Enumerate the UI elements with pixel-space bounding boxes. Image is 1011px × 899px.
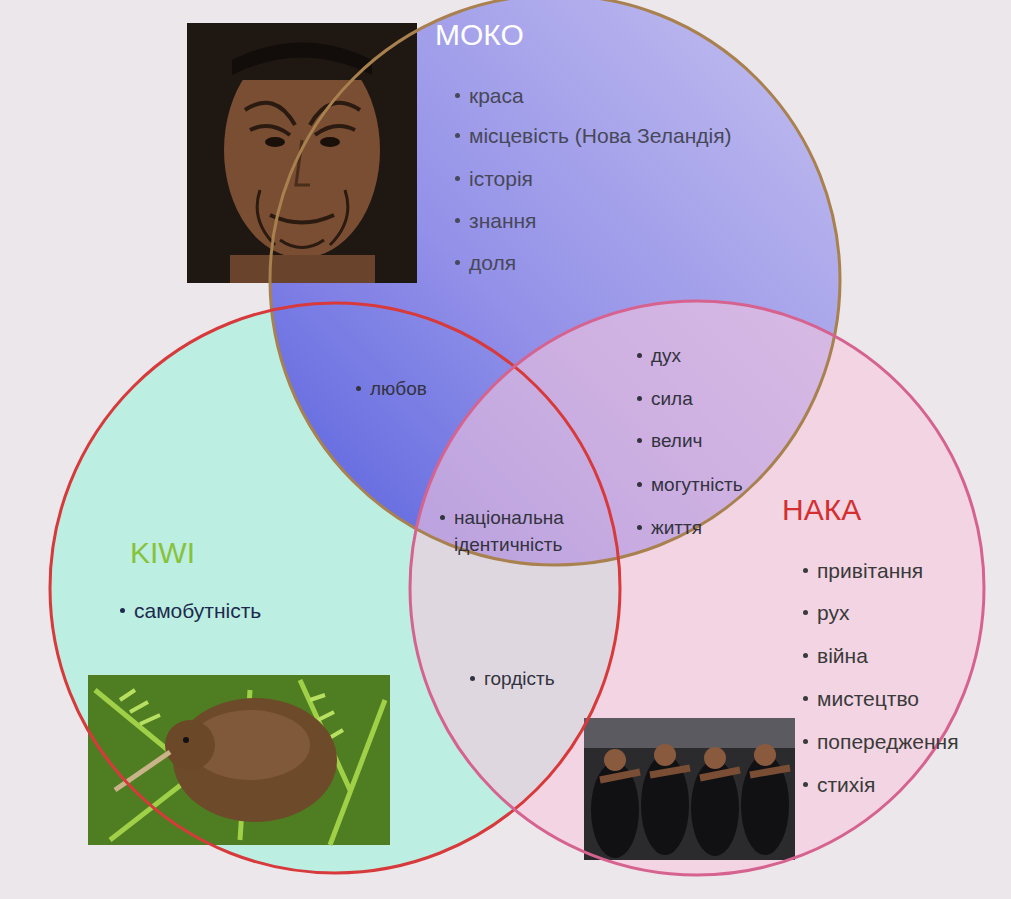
- bullet-dot: [803, 653, 808, 658]
- bullet-dot: [637, 525, 642, 530]
- circle-outline: [410, 301, 984, 875]
- overlap-label: сила: [651, 385, 693, 412]
- overlap-label-item: дух: [637, 342, 681, 369]
- bullet-dot: [455, 176, 460, 181]
- bullet-dot: [440, 515, 445, 520]
- bullet-dot: [637, 482, 642, 487]
- bullet-item: доля: [469, 248, 516, 277]
- bullet-dot: [803, 610, 808, 615]
- circle-title-item: МОКО: [435, 14, 524, 56]
- bullet-item: знання: [469, 206, 536, 235]
- circle-stroke: [410, 301, 984, 875]
- bullet-item-item: краса: [455, 81, 524, 110]
- overlap-label-item: велич: [637, 427, 702, 454]
- bullet-item-item: місцевість (Нова Зеландія): [455, 121, 732, 150]
- bullet-item: історія: [469, 164, 533, 193]
- circle-title-item: НАКА: [782, 489, 861, 531]
- circle-outline: [270, 0, 840, 565]
- bullet-item-item: попередження: [803, 727, 959, 756]
- bullet-dot: [803, 568, 808, 573]
- bullet-dot: [637, 396, 642, 401]
- haka-photo: [584, 718, 795, 860]
- overlap-label-item: гордість: [470, 665, 555, 692]
- overlap-label-item: життя: [637, 514, 702, 541]
- bullet-item-item: мистецтво: [803, 684, 919, 713]
- bullet-dot: [803, 782, 808, 787]
- bullet-dot: [803, 739, 808, 744]
- circle-stroke: [50, 303, 620, 873]
- haka-fill: [410, 301, 984, 875]
- bullet-item-item: війна: [803, 641, 868, 670]
- bullet-dot: [120, 608, 125, 613]
- bullet-item: війна: [817, 641, 868, 670]
- bullet-item-item: привітання: [803, 556, 923, 585]
- bullet-item: рух: [817, 598, 849, 627]
- overlap-label: дух: [651, 342, 681, 369]
- overlap-label: могутність: [651, 471, 743, 498]
- overlap-label-item: сила: [637, 385, 693, 412]
- bullet-item: місцевість (Нова Зеландія): [469, 121, 732, 150]
- bullet-dot: [637, 353, 642, 358]
- overlap-label-item: могутність: [637, 471, 743, 498]
- bullet-dot: [455, 93, 460, 98]
- bullet-item-item: рух: [803, 598, 849, 627]
- overlap-label: любов: [370, 375, 427, 402]
- kiwi-photo: [88, 675, 390, 845]
- bullet-item: привітання: [817, 556, 923, 585]
- bullet-dot: [455, 260, 460, 265]
- bullet-dot: [455, 133, 460, 138]
- overlap-label: гордість: [484, 665, 555, 692]
- bullet-dot: [455, 218, 460, 223]
- overlap-label: велич: [651, 427, 702, 454]
- bullet-item: краса: [469, 81, 524, 110]
- bullet-dot: [356, 386, 361, 391]
- overlap-label: національна ідентичність: [454, 504, 604, 558]
- bullet-dot: [637, 438, 642, 443]
- bullet-item-item: доля: [455, 248, 516, 277]
- circle-title: МОКО: [435, 14, 524, 56]
- kiwi-circle: KIWI самобутність: [50, 303, 620, 873]
- bullet-item-item: стихія: [803, 770, 875, 799]
- bullet-item-item: знання: [455, 206, 536, 235]
- circle-title: KIWI: [130, 532, 195, 574]
- bullet-dot: [470, 676, 475, 681]
- circle-outline: [50, 303, 620, 873]
- overlap-label: життя: [651, 514, 702, 541]
- bullet-item: мистецтво: [817, 684, 919, 713]
- bullet-dot: [803, 696, 808, 701]
- bullet-item: самобутність: [134, 596, 261, 625]
- overlap-label-item: любов: [356, 375, 427, 402]
- bullet-item: стихія: [817, 770, 875, 799]
- face-photo: [187, 23, 417, 283]
- haka-circle: НАКА привітання рух війна мистецтво попередже…: [410, 301, 984, 875]
- bullet-item-item: історія: [455, 164, 533, 193]
- bullet-item-item: самобутність: [120, 596, 261, 625]
- moko-circle: МОКО краса місцевість (Нова Зеландія) істор…: [270, 0, 840, 565]
- bullet-item: попередження: [817, 727, 959, 756]
- overlap-label-item: національна ідентичність: [440, 504, 604, 558]
- circle-title-item: KIWI: [130, 532, 195, 574]
- circle-title: НАКА: [782, 489, 861, 531]
- circle-stroke: [270, 0, 840, 565]
